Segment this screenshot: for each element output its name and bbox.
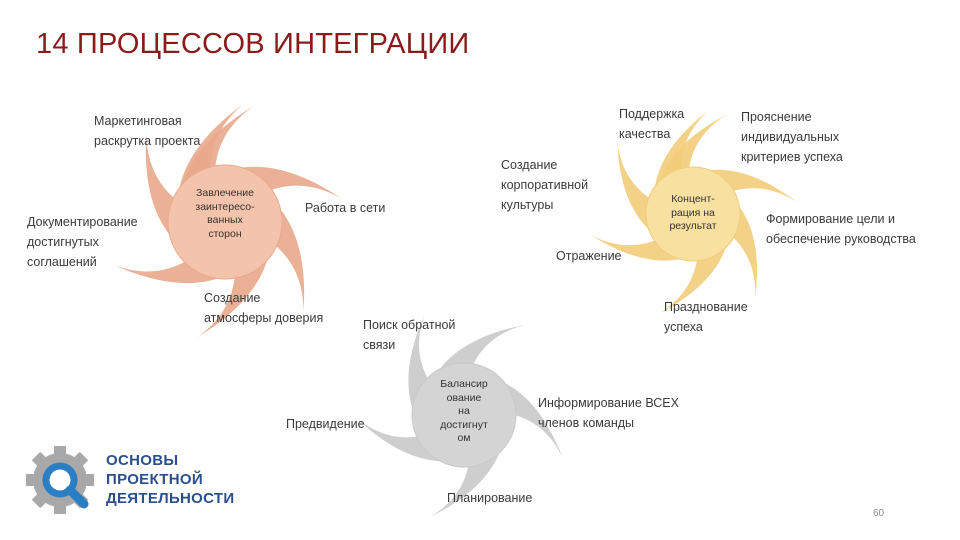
balance-label-informing: Информирование ВСЕХ членов команды [538,396,679,430]
focus-label-reflection: Отражение [556,249,622,263]
focus-center-label: Концент- рация на результат [669,193,717,232]
page-number: 60 [873,508,885,519]
balance-label-foresight: Предвидение [286,417,365,431]
involvement-arm [230,166,342,199]
involvement-center-circle [167,164,283,280]
balance-label-feedback: Поиск обратной связи [363,318,456,352]
involvement-label-marketing: Маркетинговая раскрутка проекта [94,114,201,148]
slide-title: 14 ПРОЦЕССОВ ИНТЕГРАЦИИ [36,28,470,60]
balance-center-label: Балансир ование на достигнут ом [440,378,488,444]
focus-label-celebration: Празднование успеха [664,300,748,334]
focus-label-quality: Поддержка качества [619,107,685,141]
focus-arm [701,169,798,203]
focus-center-circle [645,166,741,262]
focus-arm [590,234,689,261]
balance-label-planning: Планирование [447,491,533,505]
involvement-center-label: Завлечение заинтересо- ванных сторон [195,187,255,240]
balance-center-circle [411,362,517,468]
logo-text: ОСНОВЫ ПРОЕКТНОЙ ДЕЯТЕЛЬНОСТИ [106,452,235,507]
involvement-label-networking: Работа в сети [305,201,386,215]
focus-label-criteria: Прояснение индивидуальных критериев успе… [741,110,843,164]
gear-magnifier-icon [26,446,94,514]
focus-label-culture: Создание корпоративной культуры [501,158,589,212]
involvement-label-documenting: Документирование достигнутых соглашений [27,215,138,269]
involvement-label-trust: Создание атмосферы доверия [204,291,324,325]
focus-label-goal: Формирование цели и обеспечение руководс… [766,212,916,246]
